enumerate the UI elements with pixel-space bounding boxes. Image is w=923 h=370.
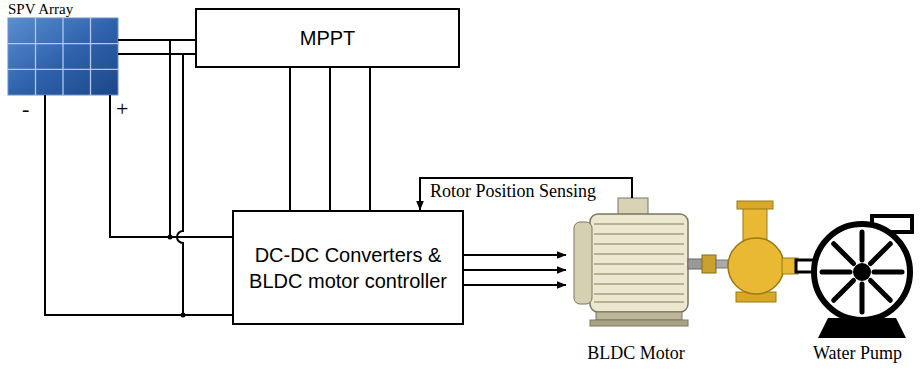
node-label: DC-DC Converters & BLDC motor controller — [248, 242, 448, 294]
blade — [834, 244, 854, 264]
edge-label: Rotor Position Sensing — [428, 181, 598, 202]
fin — [594, 223, 684, 225]
blade — [822, 270, 850, 275]
sense-wires — [170, 40, 183, 315]
terminal-box — [618, 198, 648, 215]
impeller-hub — [853, 263, 871, 281]
blade — [871, 281, 891, 301]
outlet-flange — [737, 201, 773, 209]
end-cap — [574, 222, 592, 304]
signal-arrow — [420, 178, 632, 210]
panel-grid — [8, 18, 118, 95]
fin — [594, 233, 684, 235]
grid-line — [8, 43, 118, 44]
grid-line — [62, 18, 63, 95]
connectors — [45, 40, 632, 315]
node-label: SPV Array — [8, 0, 73, 20]
grid-line — [8, 69, 118, 70]
fin — [594, 283, 684, 285]
process-box: MPPT — [195, 8, 460, 68]
blade — [860, 284, 865, 312]
blade — [874, 270, 902, 275]
blade — [871, 244, 891, 264]
centrifugal-pump — [702, 201, 798, 302]
junction-dots — [168, 235, 186, 318]
wire — [45, 95, 232, 315]
grid-line — [90, 18, 91, 95]
fin — [594, 243, 684, 245]
wire — [329, 68, 331, 210]
signal-arrow — [464, 269, 566, 271]
fin — [594, 253, 684, 255]
wire — [369, 68, 371, 210]
blade — [860, 232, 865, 260]
grid-line — [35, 18, 36, 95]
pump-volute — [728, 238, 784, 294]
terminal-minus: - — [22, 96, 29, 122]
pump-shaft — [716, 260, 728, 268]
impeller — [822, 232, 902, 312]
wire — [118, 39, 195, 41]
signal-arrow — [464, 284, 566, 286]
water-pump-icon — [796, 216, 912, 338]
fin — [594, 263, 684, 265]
process-box: DC-DC Converters & BLDC motor controller — [232, 210, 464, 325]
node-label: BLDC Motor — [587, 342, 685, 365]
signal-arrow — [464, 254, 566, 256]
motor-body — [590, 214, 688, 312]
motor-base — [590, 320, 688, 326]
fin — [594, 301, 684, 303]
panel-body — [8, 18, 118, 95]
solar-array: SPV Array — [8, 0, 118, 95]
motor-symbol — [574, 198, 704, 326]
wire — [110, 95, 232, 237]
solar-panel — [8, 18, 118, 95]
cooling-fins — [594, 224, 684, 302]
terminal-plus: + — [116, 96, 128, 122]
motor-foot — [596, 312, 682, 320]
wire — [118, 53, 195, 55]
blade — [834, 281, 854, 301]
fin — [594, 273, 684, 275]
node-label: Water Pump — [813, 342, 902, 365]
sense-wire — [177, 54, 183, 315]
fin — [594, 293, 684, 295]
coupling — [702, 255, 716, 273]
node-label: MPPT — [300, 25, 356, 51]
motor-unit: BLDC Motor — [566, 195, 706, 365]
pump-unit: Water Pump — [800, 210, 915, 365]
pump-casing — [814, 224, 910, 320]
sense-wire — [169, 40, 171, 237]
wire — [289, 68, 291, 210]
